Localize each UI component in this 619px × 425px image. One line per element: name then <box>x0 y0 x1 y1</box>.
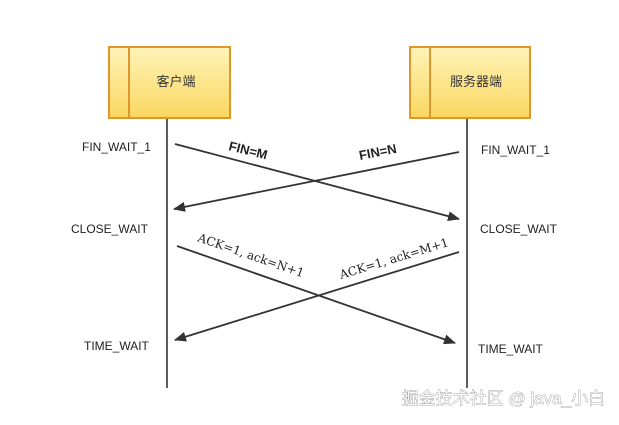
arrow-fin-m <box>174 143 460 222</box>
server-state-time-wait: TIME_WAIT <box>478 342 544 356</box>
message-label-fin-n: FIN=N <box>358 141 398 163</box>
arrow-ack-n1 <box>176 245 456 345</box>
client-state-time-wait: TIME_WAIT <box>84 339 150 353</box>
watermark: 掘金技术社区 @ java_小白 <box>402 389 605 408</box>
client-label: 客户端 <box>156 74 195 89</box>
server-label: 服务器端 <box>450 74 502 89</box>
server-state-fin-wait-1: FIN_WAIT_1 <box>481 143 550 157</box>
server-state-close-wait: CLOSE_WAIT <box>480 222 558 236</box>
arrow-ack-m1 <box>174 251 460 342</box>
client-state-close-wait: CLOSE_WAIT <box>71 222 149 236</box>
server-box: 服务器端 <box>409 46 531 119</box>
message-label-ack-m1: ACK=1, ack=M+1 <box>337 235 450 282</box>
message-label-ack-n1: ACK=1, ack=N+1 <box>195 230 306 280</box>
client-state-fin-wait-1: FIN_WAIT_1 <box>82 140 151 154</box>
client-box: 客户端 <box>108 46 231 119</box>
arrow-fin-n <box>173 151 460 212</box>
